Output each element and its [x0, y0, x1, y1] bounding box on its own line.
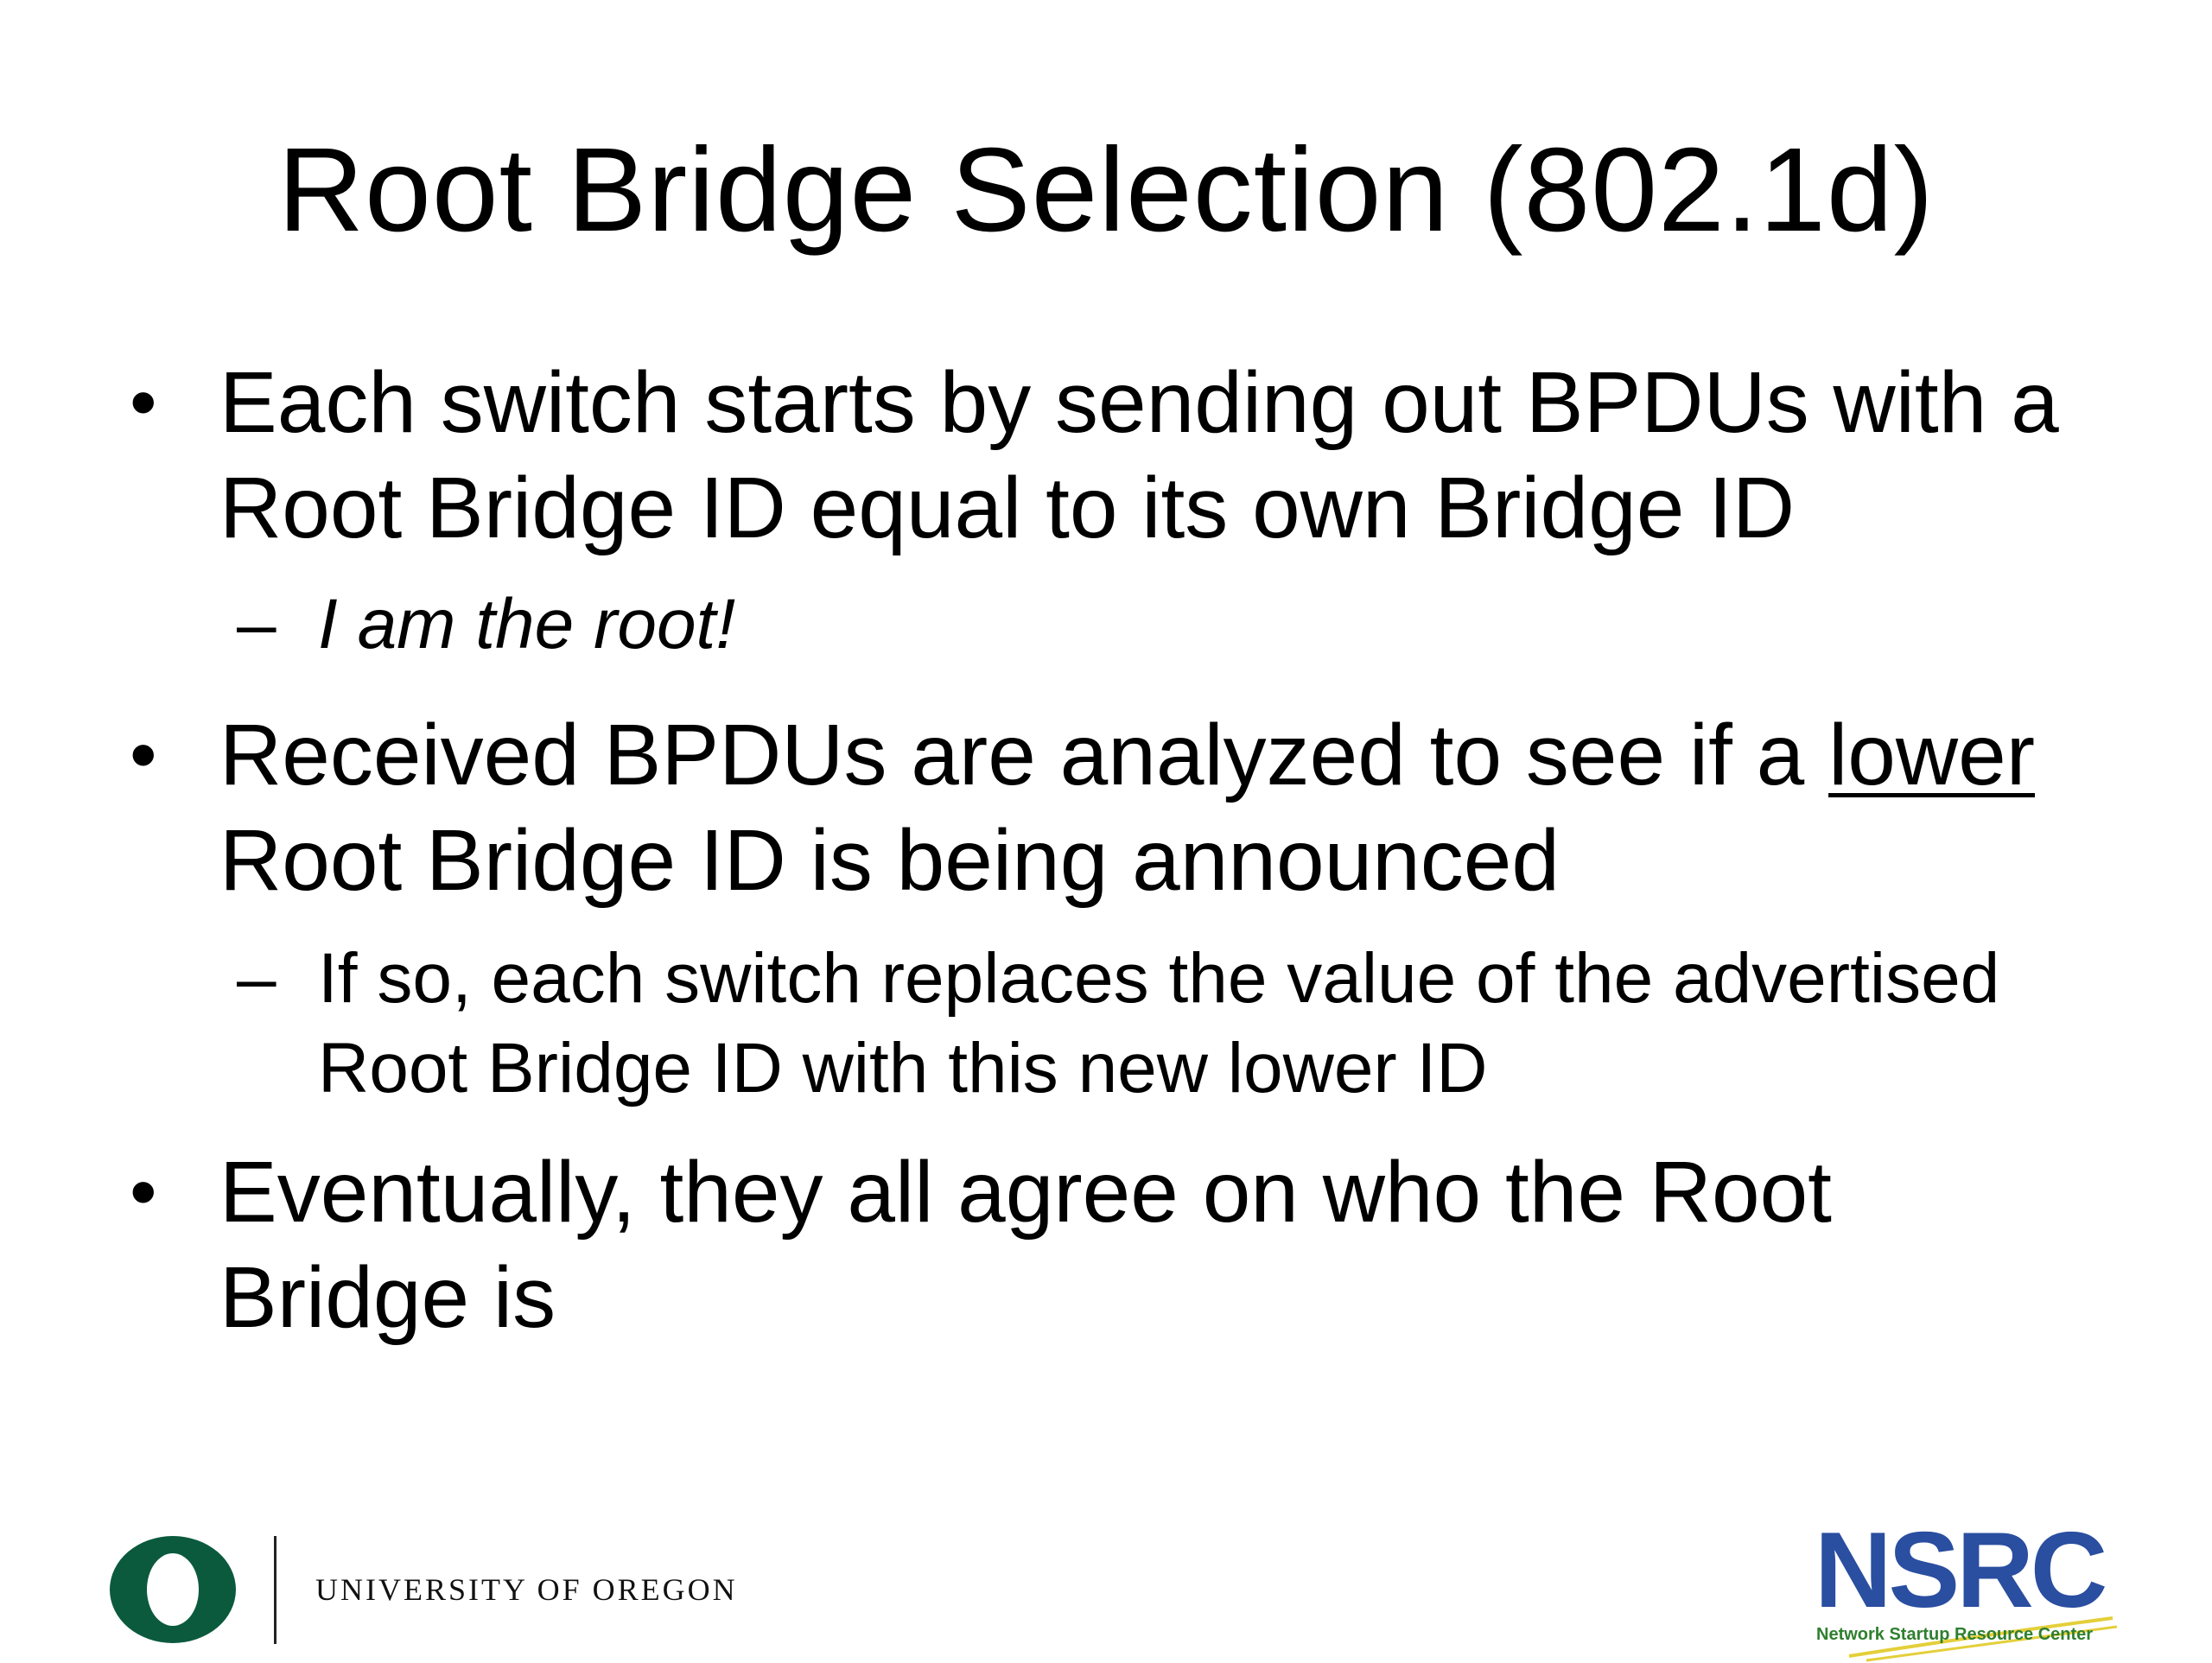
sub-bullet-marker: – — [237, 585, 276, 663]
bullet-marker: • — [130, 359, 157, 446]
bullet-line: Eventually, they all agree on who the Ro… — [219, 1144, 1832, 1241]
logo-divider — [274, 1535, 276, 1644]
sub-bullet-item: – I am the root! — [130, 580, 2117, 670]
university-name: UNIVERSITY OF OREGON — [315, 1572, 738, 1607]
bullet-item: • Eventually, they all agree on who the … — [130, 1139, 2117, 1350]
sub-bullet-line: Root Bridge ID with this new lower ID — [318, 1029, 1488, 1108]
sub-bullet-marker: – — [237, 939, 276, 1018]
bullet-item: • Received BPDUs are analyzed to see if … — [130, 702, 2117, 913]
bullet-line: Received BPDUs are analyzed to see if a … — [219, 702, 2117, 808]
bullet-line: Bridge is — [219, 1249, 556, 1346]
bullet-text: Received BPDUs are analyzed to see if a — [219, 707, 1829, 803]
sub-bullet-line: If so, each switch replaces the value of… — [318, 939, 2000, 1018]
uo-o-icon — [110, 1536, 236, 1643]
slide-content: • Each switch starts by sending out BPDU… — [130, 350, 2117, 1350]
bullet-marker: • — [130, 712, 157, 798]
bullet-line: Each switch starts by sending out BPDUs … — [219, 354, 2059, 451]
nsrc-wordmark: NSRC — [1815, 1511, 2107, 1630]
university-of-oregon-logo: UNIVERSITY OF OREGON — [108, 1516, 738, 1663]
slide-title: Root Bridge Selection (802.1d) — [277, 124, 1935, 257]
sub-bullet-item: – If so, each switch replaces the value … — [130, 934, 2117, 1114]
nsrc-full-name: Network Startup Resource Center — [1816, 1625, 2094, 1644]
bullet-item: • Each switch starts by sending out BPDU… — [130, 350, 2117, 561]
underlined-word: lower — [1828, 707, 2036, 803]
nsrc-swoosh-icon — [1848, 1616, 2118, 1662]
nsrc-logo: NSRC Network Startup Resource Center — [1815, 1514, 2126, 1662]
bullet-line: Root Bridge ID equal to its own Bridge I… — [219, 460, 1796, 556]
bullet-line: Root Bridge ID is being announced — [219, 812, 1560, 909]
sub-bullet-text: I am the root! — [318, 585, 736, 663]
bullet-marker: • — [130, 1149, 157, 1235]
